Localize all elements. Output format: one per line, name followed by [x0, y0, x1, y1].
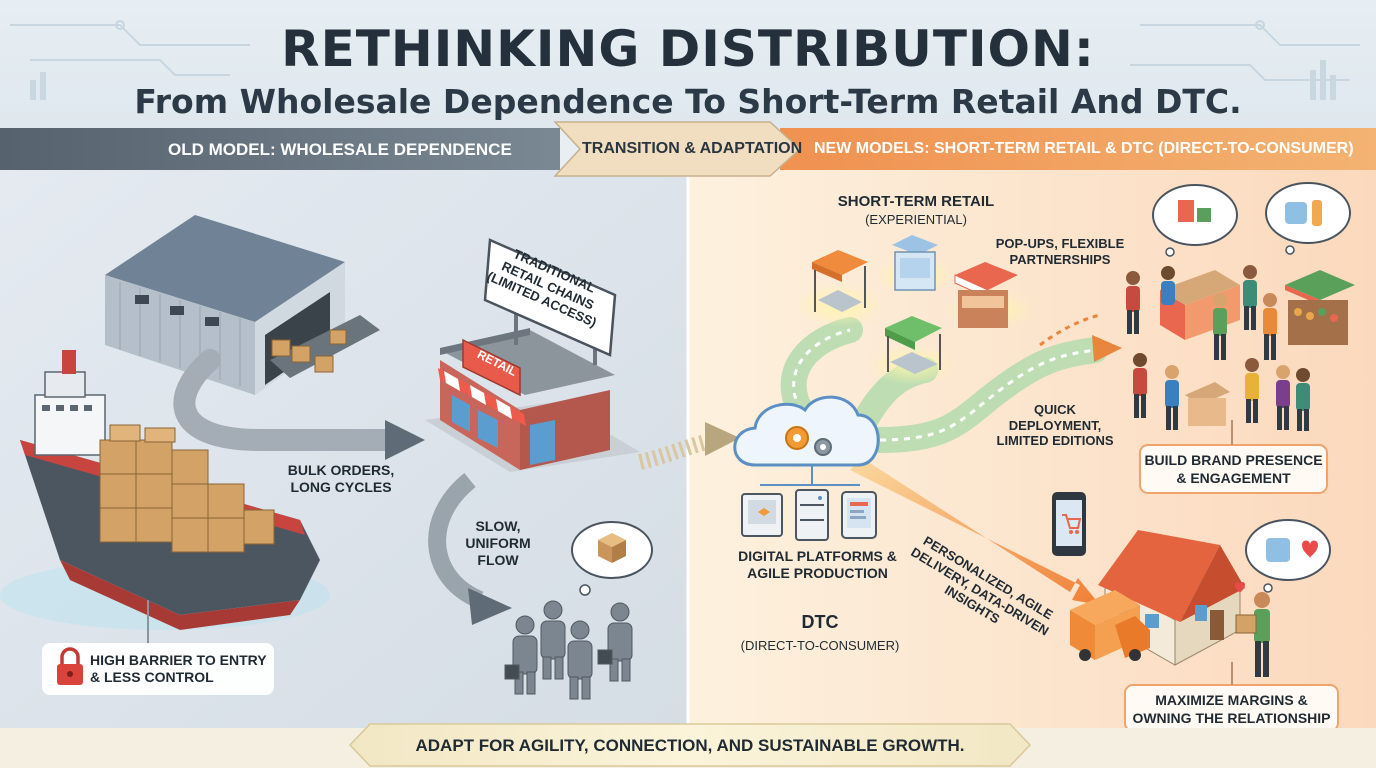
engagement-arrow-head: [1092, 335, 1122, 362]
thought-bubble-products-icon: [1265, 182, 1351, 255]
tablet-icon: [841, 491, 877, 539]
old-model-band-label: OLD MODEL: WHOLESALE DEPENDENCE: [168, 140, 512, 159]
barrier-box-bg: [42, 643, 274, 695]
bulk-arrow-head: [385, 420, 425, 460]
consumers-group-icon: [504, 600, 633, 700]
bulk-orders-arrow: [173, 349, 396, 451]
page-title: RETHINKING DISTRIBUTION:: [281, 20, 1095, 78]
dtc-title: DTC: [801, 612, 839, 632]
lock-icon: [57, 647, 83, 685]
thought-bubble-shopping-icon: [1152, 184, 1238, 257]
page-subtitle: From Wholesale Dependence To Short-Term …: [134, 82, 1242, 121]
retail-store-icon: [425, 238, 640, 472]
bulk-orders-label: BULK ORDERS, LONG CYCLES: [287, 462, 395, 495]
dtc-arrow: [850, 458, 1100, 605]
thought-bubble-heart-icon: [1245, 519, 1331, 593]
thought-bubble-box-icon: [571, 521, 653, 596]
margins-label: MAXIMIZE MARGINS & OWNING THE RELATIONSH…: [1132, 692, 1331, 726]
3d-printer-icon: [741, 493, 783, 537]
short-term-retail-subtitle: (EXPERIENTIAL): [865, 212, 967, 227]
customer-with-package-icon: [1235, 582, 1270, 677]
delivery-truck-icon: [1070, 590, 1150, 661]
slow-flow-label: SLOW, UNIFORM FLOW: [465, 518, 531, 568]
transition-band-label: TRANSITION & ADAPTATION: [582, 140, 803, 157]
popup-stand-green-icon: [867, 316, 957, 385]
smartphone-cart-icon: [1052, 492, 1086, 556]
new-model-band: [780, 128, 1376, 170]
engagement-dash: [1039, 313, 1101, 347]
popups-label: POP-UPS, FLEXIBLE PARTNERSHIPS: [995, 236, 1125, 267]
slow-flow-arrow: [428, 472, 484, 609]
footer-ribbon: [348, 723, 1032, 767]
quick-deployment-label: QUICK DEPLOYMENT, LIMITED EDITIONS: [996, 402, 1114, 449]
popup-stand-orange-icon: [795, 250, 885, 327]
circuit-decoration: [10, 20, 1360, 81]
cargo-ship-icon: [0, 350, 330, 630]
short-term-retail-title: SHORT-TERM RETAIL: [837, 193, 995, 210]
digital-platforms-label: DIGITAL PLATFORMS & AGILE PRODUCTION: [738, 548, 897, 581]
footer-message: ADAPT FOR AGILITY, CONNECTION, AND SUSTA…: [415, 736, 965, 755]
cloud-gears-icon: [733, 395, 880, 486]
popup-path-dashes: [792, 328, 1096, 442]
old-model-band: [0, 128, 560, 170]
transition-flow-head: [705, 422, 740, 456]
server-icon: [795, 489, 829, 541]
slow-arrow-head: [468, 588, 512, 625]
popup-stand-blue-icon: [875, 235, 955, 293]
brand-box-bg: [1139, 444, 1328, 494]
barrier-label: HIGH BARRIER TO ENTRY & LESS CONTROL: [90, 652, 267, 685]
transition-arrow: [553, 121, 802, 177]
dtc-subtitle: (DIRECT-TO-CONSUMER): [740, 638, 900, 653]
new-model-band-label: NEW MODELS: SHORT-TERM RETAIL & DTC (DIR…: [814, 140, 1354, 157]
bar-decoration: [30, 60, 1336, 100]
popup-stand-market-icon: [945, 262, 1035, 330]
brand-presence-label: BUILD BRAND PRESENCE & ENGAGEMENT: [1144, 452, 1323, 486]
shoppers-scene-icon: [1126, 265, 1355, 431]
